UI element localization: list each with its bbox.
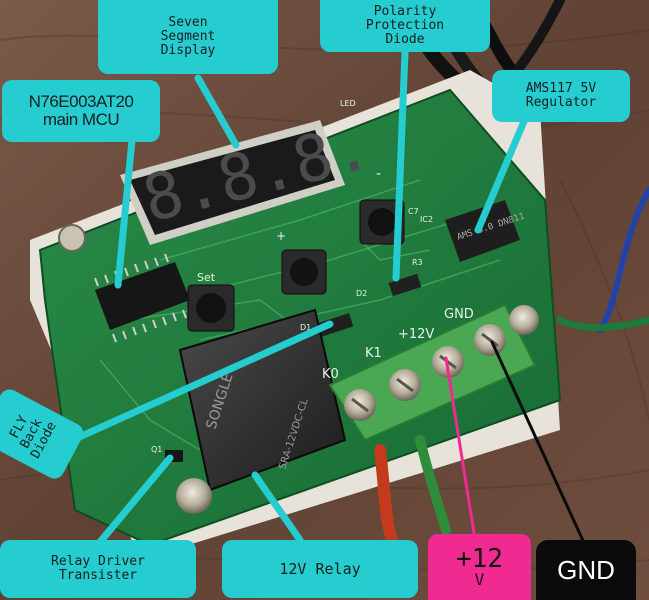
flyback-diode — [316, 313, 354, 337]
silk-led: LED — [340, 99, 356, 108]
seven-segment-display-label: Seven Segment Display — [98, 0, 278, 74]
gnd-label: GND — [536, 540, 636, 600]
relay-label: 12V Relay — [222, 540, 418, 598]
silk-c7: C7 — [408, 207, 419, 216]
gnd-label-text: GND — [557, 554, 615, 585]
leader-lines-dark — [444, 340, 587, 560]
regulator-label: AMS117 5V Regulator — [492, 70, 630, 122]
silk-r3: R3 — [412, 258, 423, 267]
silk-plus: + — [276, 229, 286, 243]
silk-d2: D2 — [356, 289, 367, 298]
tact-buttons — [187, 199, 405, 332]
silk-d1: D1 — [300, 323, 311, 332]
relay: SONGLE SRA-12VDC-CL — [178, 308, 347, 492]
silk-ic2: IC2 — [420, 215, 433, 224]
green-wire — [415, 435, 451, 535]
mcu-chip — [94, 253, 190, 343]
polarity-protection-diode-label: Polarity Protection Diode — [320, 0, 490, 52]
regulator-chip: AMS 5.0 DN811 — [445, 200, 526, 262]
relay-driver-transistor-label: Relay Driver Transister — [0, 540, 196, 598]
plus-12v-label: +12 V — [428, 534, 531, 600]
plus-12v-label-top: +12 — [456, 544, 503, 574]
silk-gnd: GND — [444, 307, 474, 322]
silk-k0: K0 — [322, 367, 339, 382]
silk-set: Set — [197, 271, 216, 284]
silk-q1: Q1 — [151, 445, 162, 454]
silk-12v: +12V — [398, 327, 434, 342]
mounting-standoffs — [58, 224, 539, 514]
mcu-label: N76E003AT20 main MCU — [2, 80, 160, 142]
silk-minus: - — [376, 166, 381, 182]
leader-lines — [51, 48, 532, 546]
polarity-diode — [388, 273, 422, 297]
red-wire — [374, 444, 398, 546]
silk-k1: K1 — [365, 346, 382, 361]
plus-12v-label-unit: V — [474, 570, 485, 589]
